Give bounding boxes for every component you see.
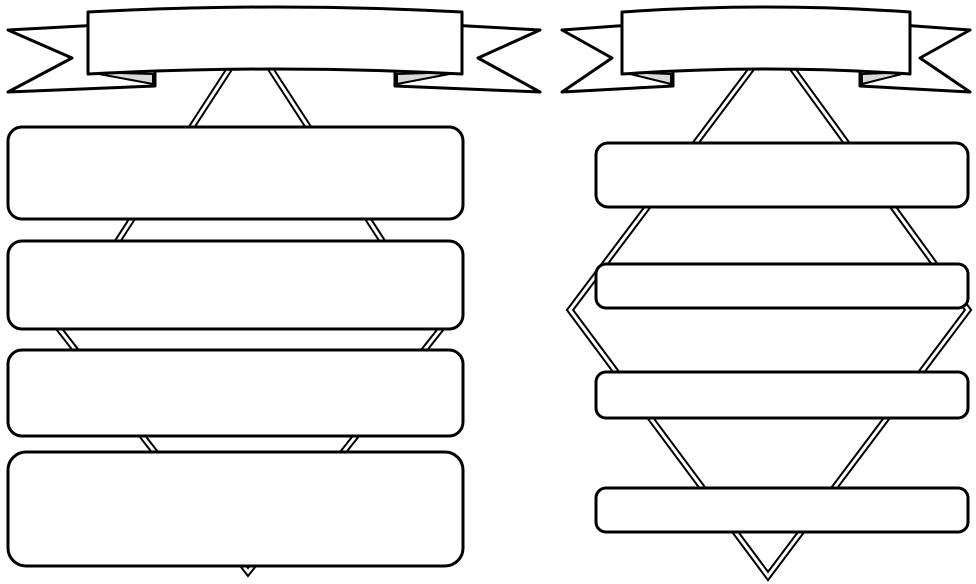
left-ribbon-banner bbox=[6, 5, 542, 94]
left-box-1[interactable] bbox=[6, 125, 465, 221]
right-box-4[interactable] bbox=[594, 486, 970, 534]
right-ribbon-center bbox=[620, 5, 912, 76]
right-organizer bbox=[560, 5, 973, 582]
right-box-1[interactable] bbox=[594, 141, 970, 209]
left-box-2[interactable] bbox=[6, 239, 465, 331]
left-box-3[interactable] bbox=[6, 348, 465, 438]
right-ribbon-banner bbox=[560, 5, 972, 94]
left-organizer bbox=[6, 5, 542, 578]
left-box-4[interactable] bbox=[6, 450, 465, 568]
right-box-2[interactable] bbox=[594, 262, 970, 310]
right-connector-frame bbox=[565, 65, 973, 582]
left-ribbon-center bbox=[86, 5, 464, 76]
right-box-3[interactable] bbox=[594, 370, 970, 420]
